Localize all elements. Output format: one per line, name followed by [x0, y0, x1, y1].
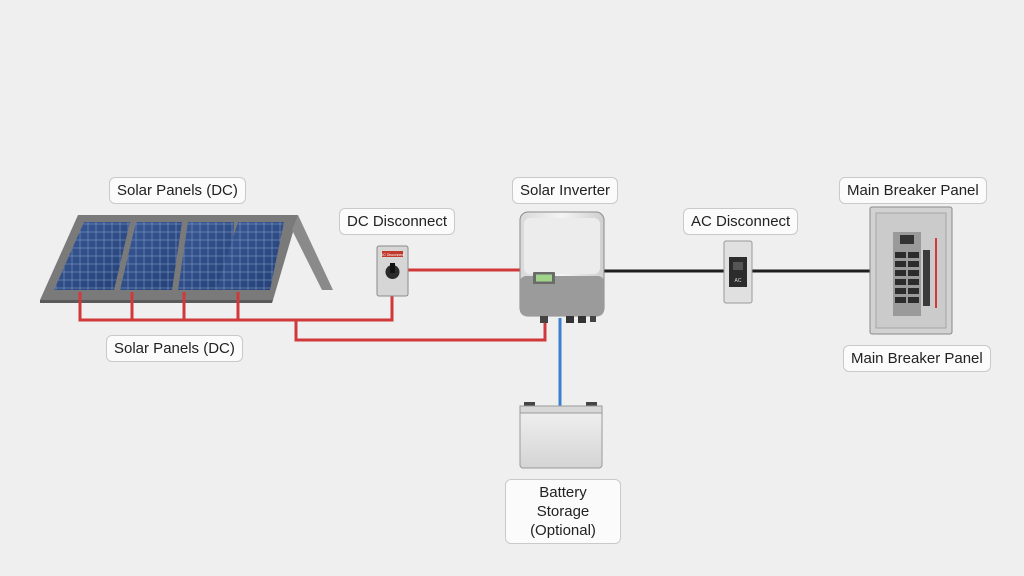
label-dc-disconnect: DC Disconnect: [339, 208, 456, 235]
label-solar-inverter: Solar Inverter: [512, 177, 619, 204]
label-solar-panels-bottom: Solar Panels (DC): [106, 335, 243, 362]
solar-panel-2: [120, 222, 182, 290]
label-battery-storage: Battery Storage (Optional): [505, 479, 621, 544]
breaker-panel-icon: [869, 206, 953, 335]
dc-disconnect-badge: DC Disconnect: [381, 253, 404, 257]
battery-label-line2: (Optional): [530, 522, 596, 539]
label-main-breaker-top: Main Breaker Panel: [839, 177, 987, 204]
ac-switch-label: AC: [735, 278, 742, 284]
label-main-breaker-bottom: Main Breaker Panel: [843, 345, 991, 372]
battery-icon: [519, 402, 603, 469]
label-solar-panels-top: Solar Panels (DC): [109, 177, 246, 204]
solar-panel-1: [54, 222, 130, 290]
solar-panel-4: [216, 222, 284, 290]
label-ac-disconnect: AC Disconnect: [683, 208, 799, 235]
dc-wiring: [78, 268, 547, 342]
ac-disconnect-icon: AC: [723, 240, 753, 304]
inverter-icon: [519, 211, 605, 323]
solar-panel-icon: [40, 215, 333, 303]
battery-label-line1: Battery Storage: [536, 484, 590, 520]
solar-panel-3: [178, 222, 234, 290]
dc-disconnect-icon: DC Disconnect: [376, 245, 409, 297]
